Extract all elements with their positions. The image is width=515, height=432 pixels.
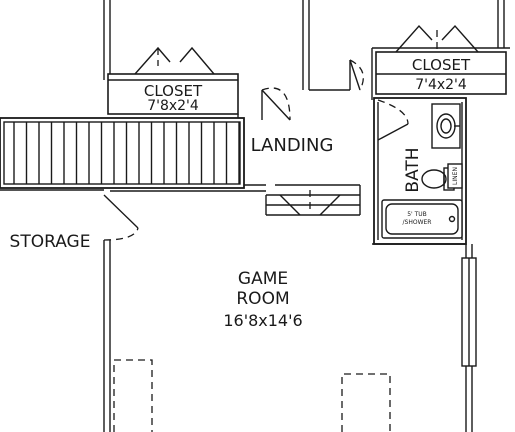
landing-label: LANDING bbox=[251, 135, 334, 156]
closet-right-name: CLOSET bbox=[412, 56, 471, 74]
toilet-icon bbox=[421, 169, 447, 189]
staircase bbox=[0, 117, 245, 189]
tub-label-2: /SHOWER bbox=[403, 219, 432, 226]
game-room-name-1: GAME bbox=[238, 269, 288, 289]
closet-right-box bbox=[375, 51, 507, 95]
closet-right-dims: 7'4x2'4 bbox=[415, 77, 467, 93]
storage-label: STORAGE bbox=[10, 232, 91, 252]
tub-label-1: 5' TUB bbox=[407, 211, 427, 218]
linen-label: LINEN bbox=[452, 167, 459, 185]
bath-label: BATH bbox=[403, 147, 423, 192]
bath-fixtures bbox=[381, 103, 463, 239]
tub bbox=[381, 199, 463, 239]
game-room-dims: 16'8x14'6 bbox=[223, 311, 302, 330]
closet-left-dims: 7'8x2'4 bbox=[147, 98, 199, 114]
game-room-name-2: ROOM bbox=[236, 289, 289, 309]
closet-left-name: CLOSET bbox=[144, 82, 203, 100]
linen-cabinet bbox=[447, 163, 463, 189]
game-room-outline bbox=[113, 359, 391, 432]
labels: CLOSET 7'8x2'4 CLOSET 7'4x2'4 LANDING BA… bbox=[10, 56, 471, 330]
